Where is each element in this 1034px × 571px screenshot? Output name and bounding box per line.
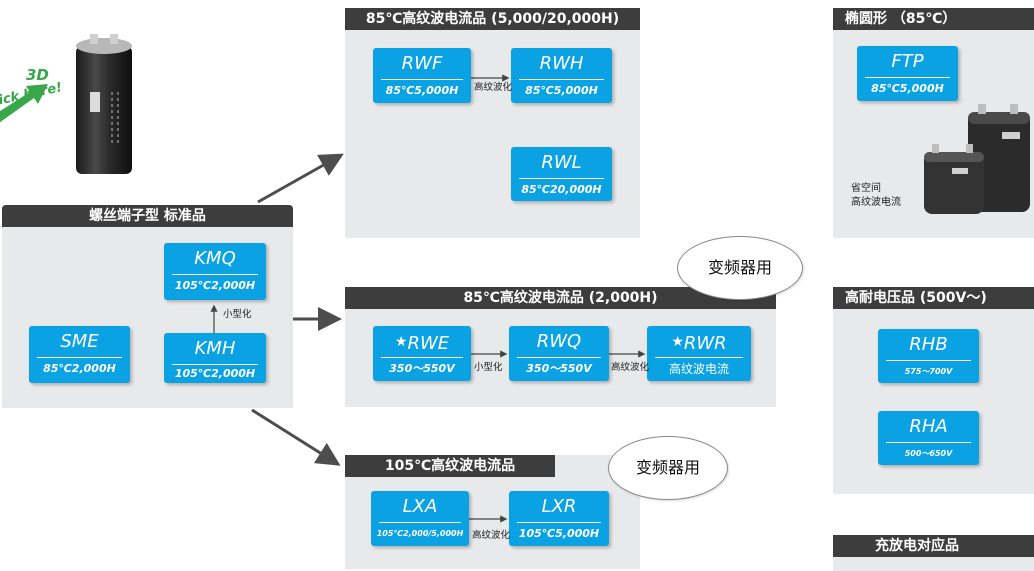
product-rwr-spec: 高纹波电流 [668, 362, 729, 376]
inverter-use-bubble-2: 变频器用 [608, 436, 728, 500]
connector-label-lxa-lxr: 高纹波化 [472, 530, 511, 541]
product-rwf[interactable]: RWF 85℃5,000H [373, 48, 471, 103]
product-rwe[interactable]: ★RWE 350～550V [373, 326, 471, 381]
product-rhb-spec: 575～700V [904, 367, 953, 376]
screw-terminal-capacitor-image [76, 34, 132, 174]
star-icon: ★ [671, 334, 684, 350]
product-rwe-spec: 350～550V [389, 362, 455, 375]
panel-105-title: 105℃高纹波电流品 [345, 455, 555, 477]
product-ftp[interactable]: FTP 85℃5,000H [857, 46, 958, 101]
product-rwr[interactable]: ★RWR 高纹波电流 [647, 326, 751, 381]
inverter-use-bubble-1: 变频器用 [677, 236, 803, 300]
product-lxr-spec: 105℃5,000H [518, 527, 600, 540]
product-rwl-name: RWL [541, 152, 582, 173]
oval-caption-1: 省空间 [851, 183, 881, 194]
product-rwq-name: RWQ [536, 331, 582, 352]
product-rha-name: RHA [909, 416, 948, 437]
product-kmh-name: KMH [194, 338, 236, 359]
product-rwh-spec: 85℃5,000H [525, 84, 598, 97]
product-rwf-spec: 85℃5,000H [385, 84, 459, 97]
product-rwh[interactable]: RWH 85℃5,000H [511, 48, 612, 103]
connector-label-rwe-rwq: 小型化 [474, 362, 503, 373]
product-ftp-name: FTP [891, 51, 924, 72]
product-rwl[interactable]: RWL 85℃20,000H [511, 147, 612, 201]
3d-badge[interactable]: 3D click here! [0, 62, 63, 142]
oval-caption-2: 高纹波电流 [851, 197, 901, 208]
product-sme[interactable]: SME 85℃2,000H [29, 326, 130, 383]
product-lxa-name: LXA [402, 496, 438, 517]
product-rha-spec: 500～650V [904, 449, 953, 458]
panel-85-long-title: 85℃高纹波电流品 (5,000/20,000H) [345, 8, 640, 30]
panel-charge-discharge: 充放电对应品 [833, 535, 1034, 571]
panel-oval-title: 椭圆形 （85℃） [833, 8, 1034, 30]
product-lxa-spec: 105℃2,000/5,000H [376, 529, 464, 538]
product-lxa[interactable]: LXA 105℃2,000/5,000H [371, 491, 469, 546]
product-rwl-spec: 85℃20,000H [521, 183, 602, 196]
product-lxr-name: LXR [541, 496, 577, 517]
product-kmq[interactable]: KMQ 105℃2,000H [164, 243, 266, 300]
product-kmq-spec: 105℃2,000H [174, 279, 256, 292]
panel-high-voltage: 高耐电压品 (500V～) [833, 287, 1034, 494]
panel-85-long: 85℃高纹波电流品 (5,000/20,000H) [345, 8, 640, 238]
connector-label-rwq-rwr: 高纹波化 [611, 362, 650, 373]
oval-capacitor-image [924, 104, 1030, 214]
product-ftp-spec: 85℃5,000H [871, 82, 944, 95]
product-sme-spec: 85℃2,000H [43, 362, 116, 375]
product-sme-name: SME [60, 331, 99, 352]
product-rhb[interactable]: RHB 575～700V [878, 329, 979, 383]
star-icon: ★ [394, 334, 408, 350]
panel-85-short-title: 85℃高纹波电流品 (2,000H) [345, 287, 776, 309]
panel-charge-discharge-title: 充放电对应品 [833, 535, 1034, 557]
product-rwq-spec: 350～550V [526, 362, 592, 375]
connector-label-rwf-rwh: 高纹波化 [474, 82, 513, 93]
product-rha[interactable]: RHA 500～650V [878, 411, 979, 465]
panel-screw-standard-title: 螺丝端子型 标准品 [2, 205, 293, 227]
connector-label-kmh-kmq: 小型化 [223, 309, 252, 320]
product-rwh-name: RWH [539, 53, 584, 74]
product-kmh[interactable]: KMH 105℃2,000H [164, 333, 266, 383]
product-kmh-spec: 105℃2,000H [174, 367, 256, 380]
product-rwf-name: RWF [401, 53, 443, 74]
product-rwq[interactable]: RWQ 350～550V [509, 326, 609, 381]
arrow-to-85-long [257, 153, 344, 204]
product-rhb-name: RHB [909, 334, 948, 355]
product-rwe-name: ★RWE [394, 333, 450, 354]
product-lxr[interactable]: LXR 105℃5,000H [509, 491, 609, 546]
arrow-to-105 [251, 408, 341, 466]
panel-high-voltage-title: 高耐电压品 (500V～) [833, 287, 1034, 309]
green-arrow-icon [0, 84, 48, 123]
product-rwr-name: ★RWR [671, 333, 727, 354]
product-kmq-name: KMQ [194, 248, 236, 269]
badge-3d-text: 3D [26, 66, 49, 84]
